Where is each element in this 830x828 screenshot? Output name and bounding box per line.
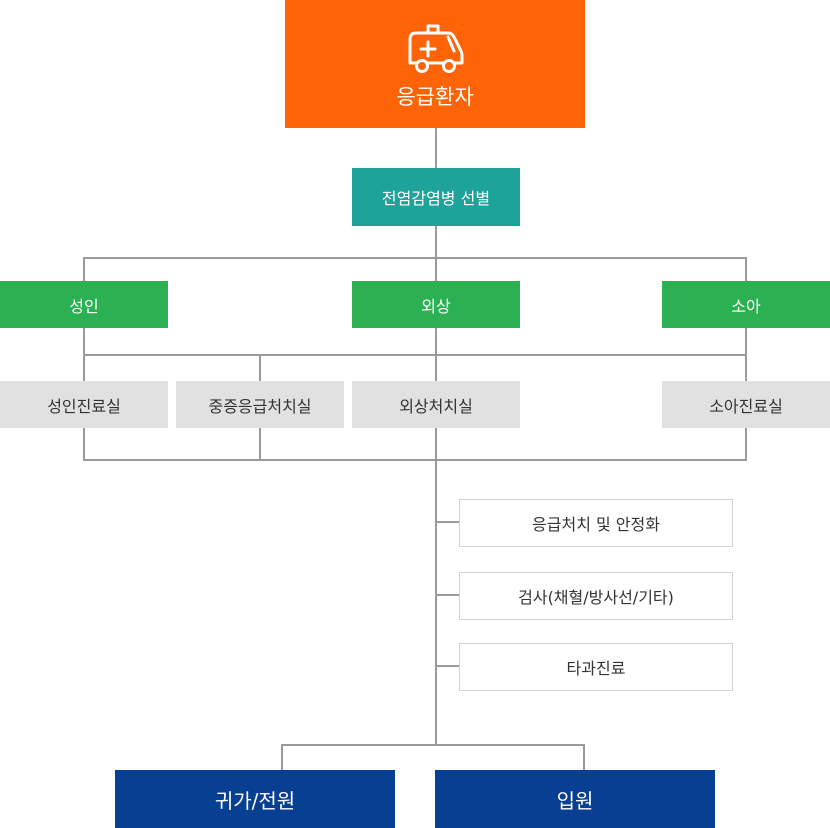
- outcome-label: 귀가/전원: [214, 788, 296, 813]
- category-trauma: 외상: [352, 281, 520, 328]
- outcome-label: 입원: [556, 788, 594, 813]
- step-consultation: 타과진료: [459, 643, 733, 691]
- category-label: 성인: [69, 296, 99, 316]
- screening-box: 전염감염병 선별: [352, 168, 520, 226]
- category-adult: 성인: [0, 281, 168, 328]
- category-label: 외상: [421, 296, 451, 316]
- step-label: 타과진료: [566, 659, 626, 678]
- room-pediatric-clinic: 소아진료실: [662, 381, 830, 428]
- room-trauma-treatment: 외상처치실: [352, 381, 520, 428]
- room-label: 소아진료실: [709, 396, 783, 416]
- step-tests: 검사(채혈/방사선/기타): [459, 572, 733, 620]
- emergency-patient-box: 응급환자: [285, 0, 585, 128]
- step-first-aid: 응급처치 및 안정화: [459, 499, 733, 547]
- room-label: 성인진료실: [47, 396, 121, 416]
- room-label: 중증응급처치실: [208, 396, 312, 416]
- step-label: 검사(채혈/방사선/기타): [518, 588, 674, 607]
- category-label: 소아: [731, 296, 761, 316]
- outcome-admission: 입원: [435, 770, 715, 828]
- outcome-discharge-transfer: 귀가/전원: [115, 770, 395, 828]
- category-pediatric: 소아: [662, 281, 830, 328]
- room-critical-care: 중증응급처치실: [176, 381, 344, 428]
- room-adult-clinic: 성인진료실: [0, 381, 168, 428]
- step-label: 응급처치 및 안정화: [532, 515, 660, 534]
- screening-label: 전염감염병 선별: [381, 189, 491, 208]
- emergency-patient-label: 응급환자: [396, 85, 474, 109]
- room-label: 외상처치실: [399, 396, 473, 416]
- ambulance-icon: [408, 24, 464, 73]
